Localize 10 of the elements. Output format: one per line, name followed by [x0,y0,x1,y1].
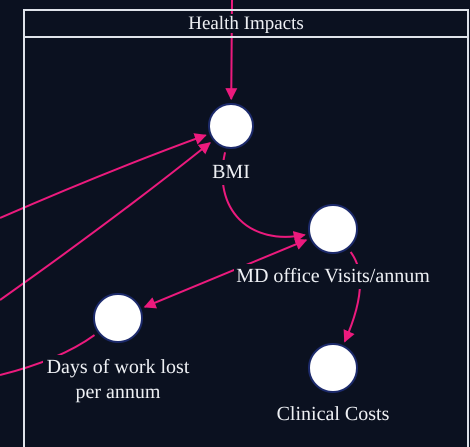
arrow [0,142,211,301]
arrow [225,0,238,100]
node-label: MD office Visits/annum [234,264,432,289]
arrow [343,251,361,343]
arrow [144,238,308,308]
arrow [222,152,306,242]
node-label: BMI [210,160,252,185]
group-panel [23,9,469,447]
panel-title: Health Impacts [186,14,306,33]
arrow [0,133,207,219]
